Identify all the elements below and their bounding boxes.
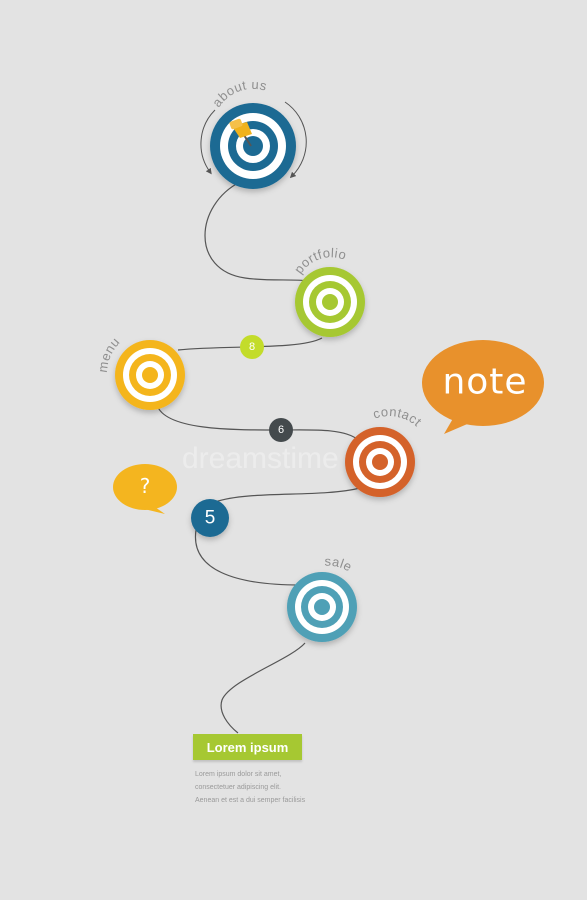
badge-8[interactable]: 8 xyxy=(240,335,264,359)
watermark: dreamstime xyxy=(182,442,339,475)
note-bubble[interactable]: note xyxy=(422,340,544,434)
svg-text:5: 5 xyxy=(205,508,216,529)
pushpin-icon xyxy=(229,118,252,147)
target-portfolio[interactable] xyxy=(295,267,365,337)
target-contact[interactable] xyxy=(345,427,415,497)
target-sale[interactable] xyxy=(287,572,357,642)
target-about-us[interactable] xyxy=(210,103,296,189)
question-bubble[interactable]: ? xyxy=(113,464,177,514)
label-contact: contact xyxy=(371,404,425,429)
footer-line-1: Lorem ipsum dolor sit amet, xyxy=(195,771,282,778)
badge-6[interactable]: 6 xyxy=(269,418,293,442)
cycle-arrow-right xyxy=(284,101,307,179)
label-sale: sale xyxy=(324,554,354,575)
target-menu[interactable] xyxy=(115,340,185,410)
footer-line-3: Aenean et est a dui semper facilisis xyxy=(195,797,306,804)
badge-5[interactable]: 5 xyxy=(191,499,229,537)
svg-text:6: 6 xyxy=(278,424,284,436)
footer-description: Lorem ipsum dolor sit amet, consectetuer… xyxy=(195,768,335,807)
footer-line-2: consectetuer adipiscing elit. xyxy=(195,784,281,791)
svg-text:8: 8 xyxy=(249,341,255,353)
footer-title-ribbon: Lorem ipsum xyxy=(193,734,302,760)
question-mark: ? xyxy=(140,474,151,498)
note-text: note xyxy=(442,362,527,403)
cycle-arrow-left xyxy=(200,109,216,175)
